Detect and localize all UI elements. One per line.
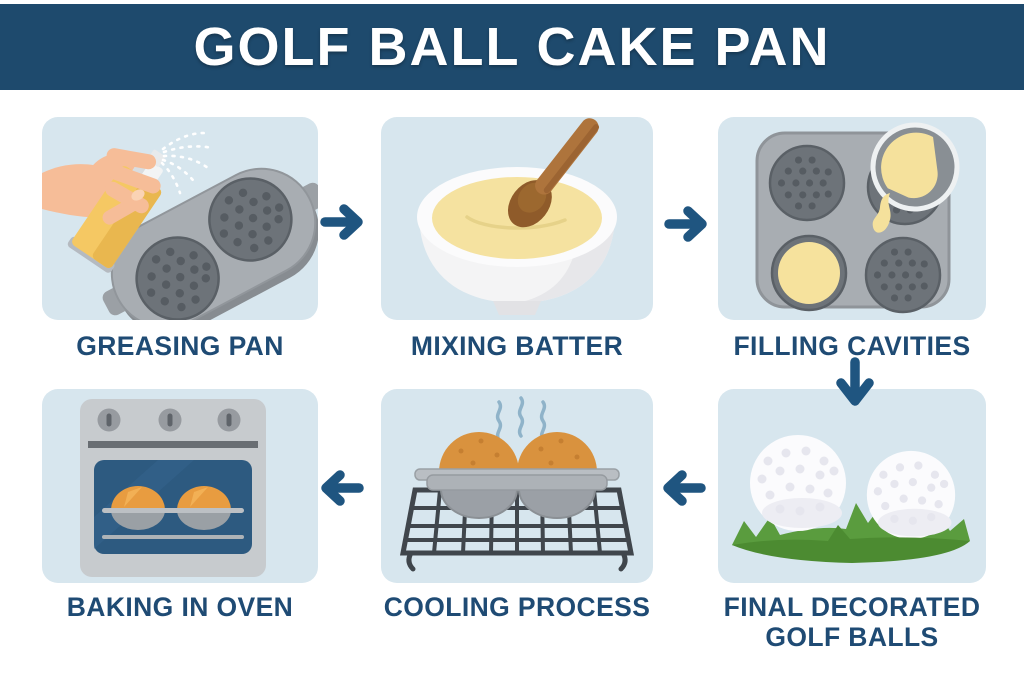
golf-ball-pan-icon [102,167,318,320]
panel-mixing-batter [381,117,653,320]
baking-in-oven-illustration [80,399,266,577]
oven-window [94,460,252,554]
golf-ball-icon [866,450,956,540]
oven-icon [80,399,266,577]
oven-rack [102,535,244,539]
panel-final-golf-balls [718,389,986,583]
fingers-icon [102,148,161,225]
cakes-in-pan-icon [414,432,620,519]
arrow-right-greasing-to-mixing [319,198,367,246]
cake-dome [111,486,165,510]
panel-baking-in-oven [42,389,318,583]
cooling-process-illustration [399,396,635,572]
final-golf-balls-illustration [732,435,970,563]
step-label-cooling-process: COOLING PROCESS [383,592,651,622]
greasing-pan-illustration [42,131,318,320]
wooden-spoon-icon [507,118,600,228]
oven-knobs [97,408,241,432]
page-title: GOLF BALL CAKE PAN [193,17,831,77]
cake-dome [439,432,519,472]
filling-cavities-illustration [755,122,960,314]
golf-ball-icon [750,435,846,531]
arrow-left-cooling-to-baking [317,464,365,512]
step-label-final-golf-balls: FINAL DECORATED GOLF BALLS [723,592,981,653]
arrow-down-filling-to-final [832,357,878,415]
panel-greasing-pan [42,117,318,320]
step-label-baking-in-oven: BAKING IN OVEN [66,592,294,622]
spray-mist-icon [160,131,214,195]
step-label-mixing-batter: MIXING BATTER [410,331,624,361]
arrow-left-final-to-cooling [659,464,707,512]
arrow-right-mixing-to-filling [663,200,711,248]
mixing-batter-illustration [417,118,617,315]
steam-icon [495,396,547,442]
grass-front [732,525,970,563]
step-label-filling-cavities: FILLING CAVITIES [733,331,971,361]
step-label-greasing-pan: GREASING PAN [76,331,284,361]
panel-cooling-process [381,389,653,583]
cake-dome [517,432,597,472]
batter-stream [872,193,891,233]
title-bar: GOLF BALL CAKE PAN [0,4,1024,90]
panel-filling-cavities [718,117,986,320]
cooling-rack-icon [399,487,635,572]
cake-dome [177,486,231,510]
oven-rack [102,508,244,513]
measuring-cup-icon [870,122,960,233]
mixing-bowl-icon [417,167,617,315]
filled-cavity [770,234,848,312]
